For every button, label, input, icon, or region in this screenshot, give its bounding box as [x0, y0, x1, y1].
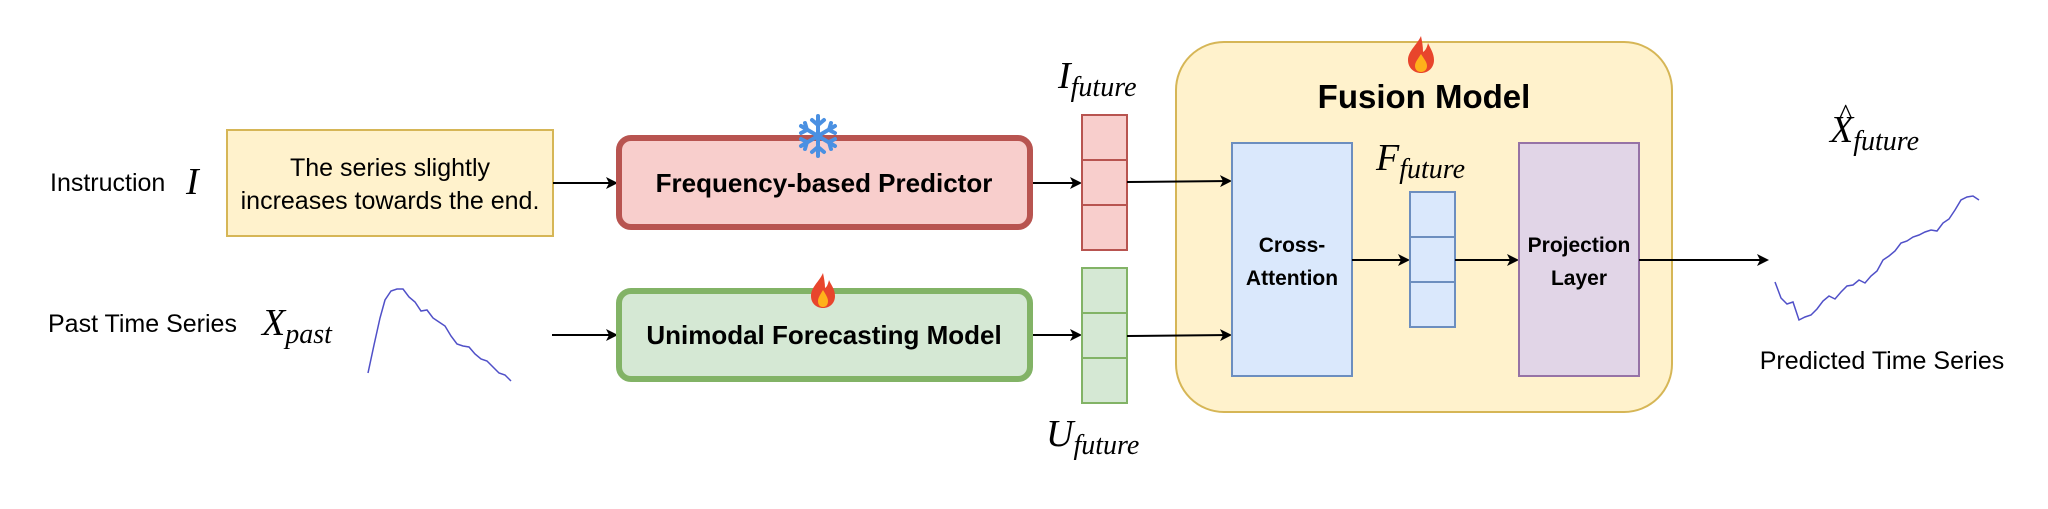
arrow-ufuture-to-cross-attention	[1126, 329, 1232, 342]
projection-layer-label-line1: Projection	[1528, 234, 1631, 257]
snowflake-icon	[799, 114, 837, 158]
fusion-model-title: Fusion Model	[1318, 78, 1531, 115]
projection-layer-label-line2: Layer	[1551, 267, 1607, 290]
i-future-vector	[1081, 114, 1128, 251]
past-series-sparkline	[367, 288, 512, 382]
f-future-label: Ffuture	[1375, 137, 1465, 185]
predicted-series-hat: ^	[1838, 98, 1853, 131]
instruction-label: Instruction	[50, 169, 165, 197]
cross-attention-box	[1231, 142, 1353, 377]
arrow-ifuture-to-cross-attention	[1126, 175, 1232, 188]
projection-layer-box	[1518, 142, 1640, 377]
instruction-text-line2: increases towards the end.	[241, 187, 540, 215]
predicted-series-symbol: Xfuture	[1828, 109, 1919, 157]
cross-attention-label-line2: Attention	[1246, 267, 1338, 290]
predicted-series-label: Predicted Time Series	[1760, 347, 2005, 375]
flame-icon	[811, 273, 835, 308]
past-series-symbol: Xpast	[260, 302, 333, 350]
instruction-text-box	[226, 129, 554, 237]
u-future-label: Ufuture	[1046, 413, 1139, 461]
unimodal-model-label: Unimodal Forecasting Model	[646, 320, 1001, 350]
past-series-label: Past Time Series	[48, 310, 237, 338]
predicted-series-sparkline	[1774, 195, 1980, 322]
flame-icon	[1408, 36, 1434, 73]
u-future-vector	[1081, 267, 1128, 404]
i-future-label: Ifuture	[1057, 55, 1137, 103]
cross-attention-label-line1: Cross-	[1259, 234, 1326, 257]
f-future-vector	[1409, 191, 1456, 328]
frequency-predictor-label: Frequency-based Predictor	[656, 168, 993, 198]
instruction-text-line1: The series slightly	[290, 154, 491, 182]
instruction-symbol: I	[185, 161, 201, 203]
